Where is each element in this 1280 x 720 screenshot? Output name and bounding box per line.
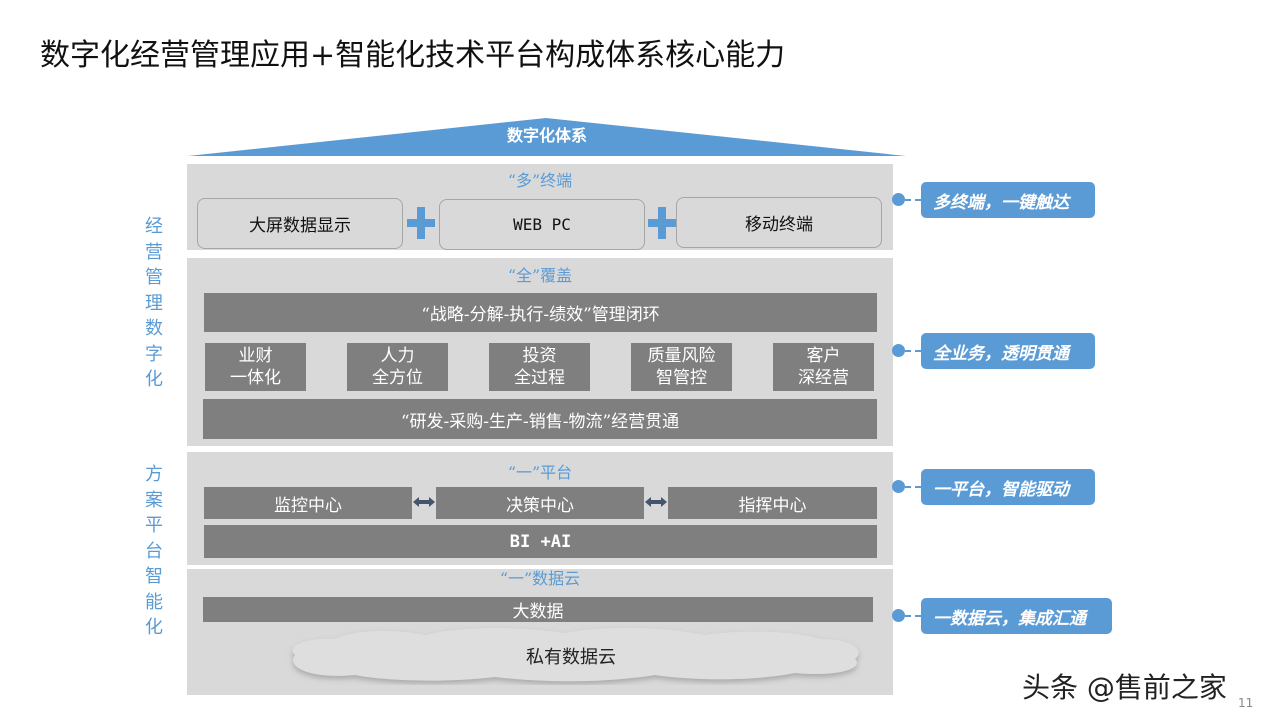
- side-label-management-digitalization: 经营管理数字化: [145, 216, 163, 390]
- platform-band: “一”平台 监控中心 决策中心 指挥中心 BI +AI: [187, 452, 893, 565]
- center-decision: 决策中心: [436, 487, 644, 519]
- center-monitoring: 监控中心: [204, 487, 412, 519]
- bullet-dot: [892, 609, 905, 622]
- big-data-bar: 大数据: [203, 597, 873, 622]
- plus-icon: [407, 207, 435, 239]
- bullet-dot: [892, 193, 905, 206]
- coverage-title: “全”覆盖: [507, 266, 573, 285]
- double-arrow-icon: [645, 497, 667, 507]
- terminal-mobile: 移动终端: [676, 197, 882, 248]
- module-line1: 客户: [806, 346, 841, 366]
- dashed-connector: [905, 199, 921, 201]
- module-line1: 质量风险: [647, 346, 716, 366]
- watermark: 头条 @售前之家: [1022, 671, 1227, 704]
- dashed-connector: [905, 486, 921, 488]
- center-command: 指挥中心: [668, 487, 877, 519]
- operations-chain-bar: “研发-采购-生产-销售-物流”经营贯通: [203, 399, 877, 439]
- callout-label: 全业务，透明贯通: [921, 333, 1095, 369]
- terminal-web-pc: WEB PC: [439, 199, 645, 250]
- callout-label: 多终端，一键触达: [921, 182, 1095, 218]
- module-line1: 投资: [522, 346, 557, 366]
- terminal-big-screen: 大屏数据显示: [197, 198, 403, 249]
- module-investment: 投资 全过程: [489, 343, 590, 391]
- bullet-dot: [892, 344, 905, 357]
- roof-banner: 数字化体系: [188, 116, 906, 158]
- bi-ai-bar: BI +AI: [204, 525, 877, 558]
- page-title: 数字化经营管理应用+智能化技术平台构成体系核心能力: [40, 38, 786, 73]
- module-line2: 深经营: [798, 368, 849, 388]
- terminals-title: “多”终端: [507, 171, 573, 190]
- callout-label: 一平台，智能驱动: [921, 469, 1095, 505]
- module-human-resources: 人力 全方位: [347, 343, 448, 391]
- module-line2: 智管控: [656, 368, 707, 388]
- double-arrow-icon: [413, 497, 435, 507]
- private-cloud-label: 私有数据云: [526, 647, 616, 668]
- module-quality-risk: 质量风险 智管控: [631, 343, 732, 391]
- roof-label: 数字化体系: [506, 126, 587, 145]
- module-line2: 一体化: [230, 368, 281, 388]
- dashed-connector: [905, 350, 921, 352]
- module-line2: 全过程: [514, 368, 565, 388]
- callout-label: 一数据云，集成汇通: [921, 598, 1112, 634]
- coverage-band: “全”覆盖 “战略-分解-执行-绩效”管理闭环 业财 一体化 人力 全方位 投资…: [187, 258, 893, 446]
- terminals-band: “多”终端 大屏数据显示 WEB PC 移动终端: [187, 164, 893, 250]
- module-customer: 客户 深经营: [773, 343, 874, 391]
- cloud-icon: [292, 627, 859, 682]
- page-number: 11: [1238, 696, 1254, 710]
- module-line2: 全方位: [372, 368, 423, 388]
- platform-title: “一”平台: [507, 463, 573, 482]
- data-cloud-title: “一”数据云: [499, 569, 581, 588]
- bullet-dot: [892, 480, 905, 493]
- roof-triangle-shape: [188, 118, 906, 156]
- module-line1: 人力: [380, 346, 415, 366]
- data-cloud-band: “一”数据云 大数据 私有数据云: [187, 569, 893, 695]
- plus-icon: [648, 207, 676, 239]
- module-line1: 业财: [238, 346, 273, 366]
- dashed-connector: [905, 615, 921, 617]
- management-loop-bar: “战略-分解-执行-绩效”管理闭环: [204, 293, 877, 332]
- private-cloud: 私有数据云: [275, 625, 867, 685]
- module-business-finance: 业财 一体化: [205, 343, 306, 391]
- side-label-platform-intelligence: 方案平台智能化: [145, 464, 163, 638]
